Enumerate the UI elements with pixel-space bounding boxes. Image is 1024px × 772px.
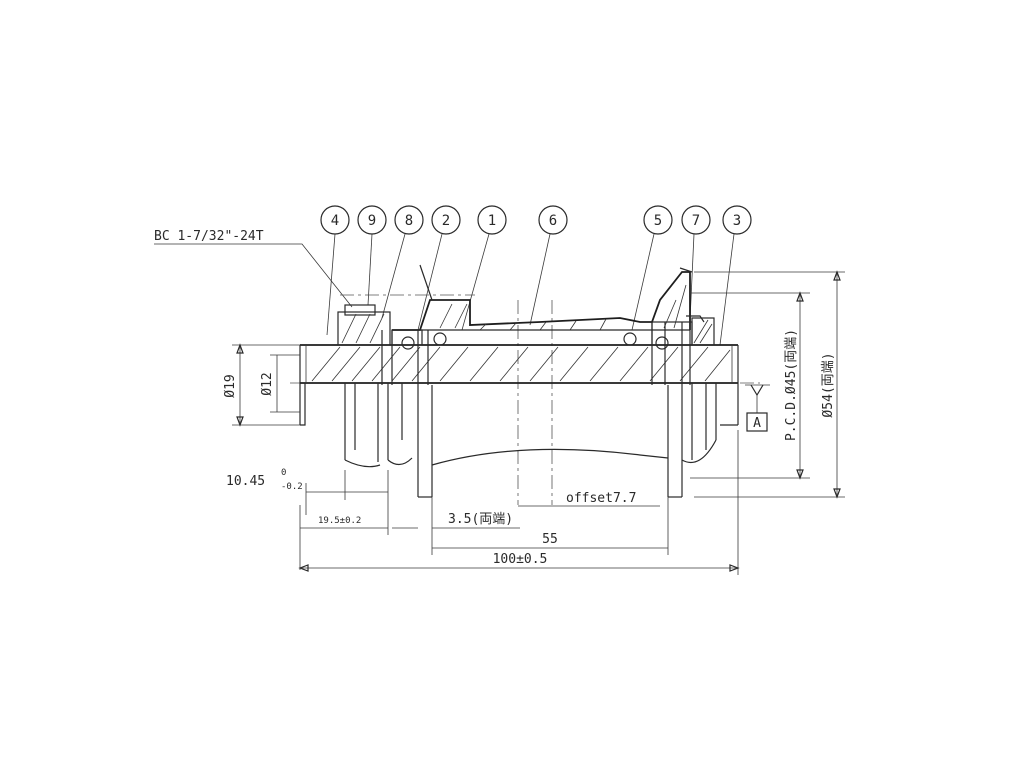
- svg-text:9: 9: [368, 213, 376, 229]
- svg-text:3.5(両端): 3.5(両端): [448, 512, 513, 527]
- balloon-8: 8: [394, 205, 424, 235]
- balloon-5: 5: [643, 205, 673, 235]
- leader-8: [381, 233, 406, 319]
- svg-text:P.C.D.Ø45(両端): P.C.D.Ø45(両端): [784, 329, 799, 441]
- dim-d12: Ø12: [260, 354, 300, 413]
- leader-6: [529, 233, 551, 326]
- dim-locknut: 10.45 0 -0.2: [226, 468, 388, 515]
- hub-shell-section: [392, 264, 693, 331]
- balloon-6: 6: [538, 205, 568, 235]
- dim-flange-thickness: 3.5(両端): [392, 512, 520, 529]
- svg-text:4: 4: [331, 213, 339, 229]
- dim-overall: 100±0.5: [298, 430, 740, 575]
- svg-text:0: 0: [281, 468, 286, 478]
- leader-1: [461, 233, 490, 331]
- svg-text:Ø12: Ø12: [260, 372, 275, 395]
- svg-text:-0.2: -0.2: [281, 482, 303, 492]
- balloon-1: 1: [477, 205, 507, 235]
- leader-9: [367, 233, 373, 306]
- svg-text:3: 3: [733, 213, 741, 229]
- svg-text:5: 5: [654, 213, 662, 229]
- svg-text:Ø54(両端): Ø54(両端): [821, 352, 836, 417]
- hub-bore-lines: [381, 322, 691, 385]
- dim-offset: offset7.7: [518, 491, 660, 507]
- svg-text:offset7.7: offset7.7: [566, 491, 636, 506]
- leader-5: [631, 233, 655, 331]
- svg-text:8: 8: [405, 213, 413, 229]
- svg-text:1: 1: [488, 213, 496, 229]
- dim-d19: Ø19: [223, 343, 300, 427]
- balloon-4: 4: [320, 205, 350, 235]
- dim-pcd: P.C.D.Ø45(両端): [690, 291, 810, 480]
- datum-a: A: [745, 384, 770, 432]
- svg-text:Ø19: Ø19: [223, 374, 238, 397]
- hub-exterior-view: [300, 383, 738, 498]
- balloon-9: 9: [357, 205, 387, 235]
- svg-text:19.5±0.2: 19.5±0.2: [318, 516, 361, 526]
- leader-3: [719, 233, 735, 346]
- dim-flange-offset: 19.5±0.2: [299, 470, 389, 570]
- balloon-3: 3: [722, 205, 752, 235]
- svg-text:100±0.5: 100±0.5: [493, 552, 548, 567]
- svg-text:55: 55: [542, 532, 558, 547]
- balloon-7: 7: [681, 205, 711, 235]
- leader-2: [417, 233, 443, 331]
- svg-text:7: 7: [692, 213, 700, 229]
- leader-4: [326, 233, 336, 336]
- dim-d54: Ø54(両端): [694, 270, 845, 499]
- axle-section: [299, 344, 739, 425]
- thread-leader: [154, 243, 353, 308]
- left-cone-locknut: [337, 304, 423, 346]
- svg-text:2: 2: [442, 213, 450, 229]
- svg-text:A: A: [753, 416, 761, 431]
- svg-text:10.45: 10.45: [226, 474, 265, 489]
- balloon-2: 2: [431, 205, 461, 235]
- thread-spec-label: BC 1-7/32"-24T: [154, 229, 264, 244]
- svg-text:6: 6: [549, 213, 557, 229]
- bearing-balls: [401, 332, 669, 350]
- dim-flange-span: 55: [431, 497, 669, 555]
